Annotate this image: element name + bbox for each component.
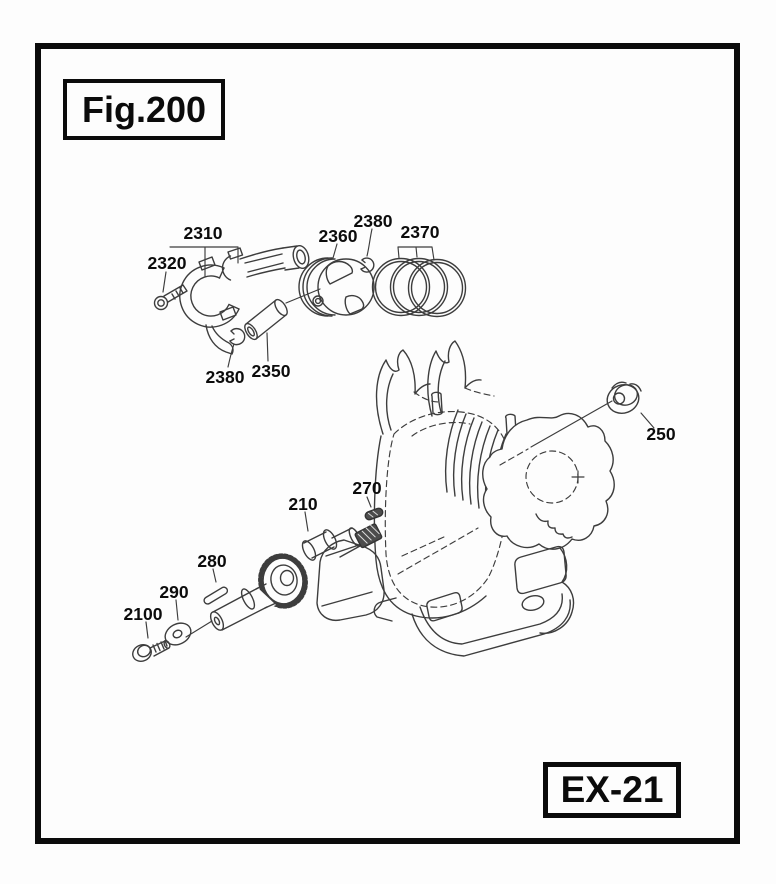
straight-key-drawing: [203, 586, 229, 605]
connecting-rod-cap-drawing: [179, 256, 240, 355]
crankshaft-drawing: [209, 523, 385, 631]
page-code-box: EX-21: [543, 762, 681, 818]
page-code: EX-21: [560, 769, 664, 810]
flange-nut-drawing: [606, 381, 642, 414]
part-label-piston: 2360: [319, 226, 358, 246]
part-label-snap-ring-a: 2380: [354, 211, 393, 231]
piston-drawing: [298, 257, 375, 317]
connecting-rod-drawing: [221, 244, 310, 281]
snap-ring-icon: [360, 257, 375, 273]
assembly-axis-lines: [185, 288, 613, 638]
part-label-washer: 290: [159, 582, 188, 602]
figure-number-box: Fig.200: [63, 79, 225, 140]
part-label-key-a: 270: [352, 478, 381, 498]
snap-ring-icon: [229, 327, 246, 346]
part-label-connecting-rod: 2310: [184, 223, 223, 243]
rod-bolt-drawing: [153, 284, 188, 311]
part-label-snap-ring-b: 2380: [206, 367, 245, 387]
part-label-rod-bolt: 2320: [148, 253, 187, 273]
leader-lines: [145, 228, 655, 639]
part-label-piston-rings: 2370: [401, 222, 440, 242]
head-stud: [430, 391, 518, 437]
woodruff-key-drawing: [364, 507, 384, 521]
part-label-key-b: 280: [197, 551, 226, 571]
part-number-labels: 2310 2320 2380 2360 2370 2380 2350 250 2…: [124, 211, 676, 624]
flange-bolt-drawing: [132, 639, 171, 662]
part-label-crankshaft: 210: [288, 494, 317, 514]
figure-number: Fig.200: [81, 88, 207, 130]
outer-border: [35, 43, 740, 844]
crankcase-drawing: [373, 340, 615, 657]
part-label-flange-nut: 250: [646, 424, 675, 444]
part-label-flange-bolt: 2100: [124, 604, 163, 624]
piston-pin-drawing: [244, 298, 288, 341]
piston-rings-drawing: [371, 257, 467, 318]
part-label-piston-pin: 2350: [252, 361, 291, 381]
